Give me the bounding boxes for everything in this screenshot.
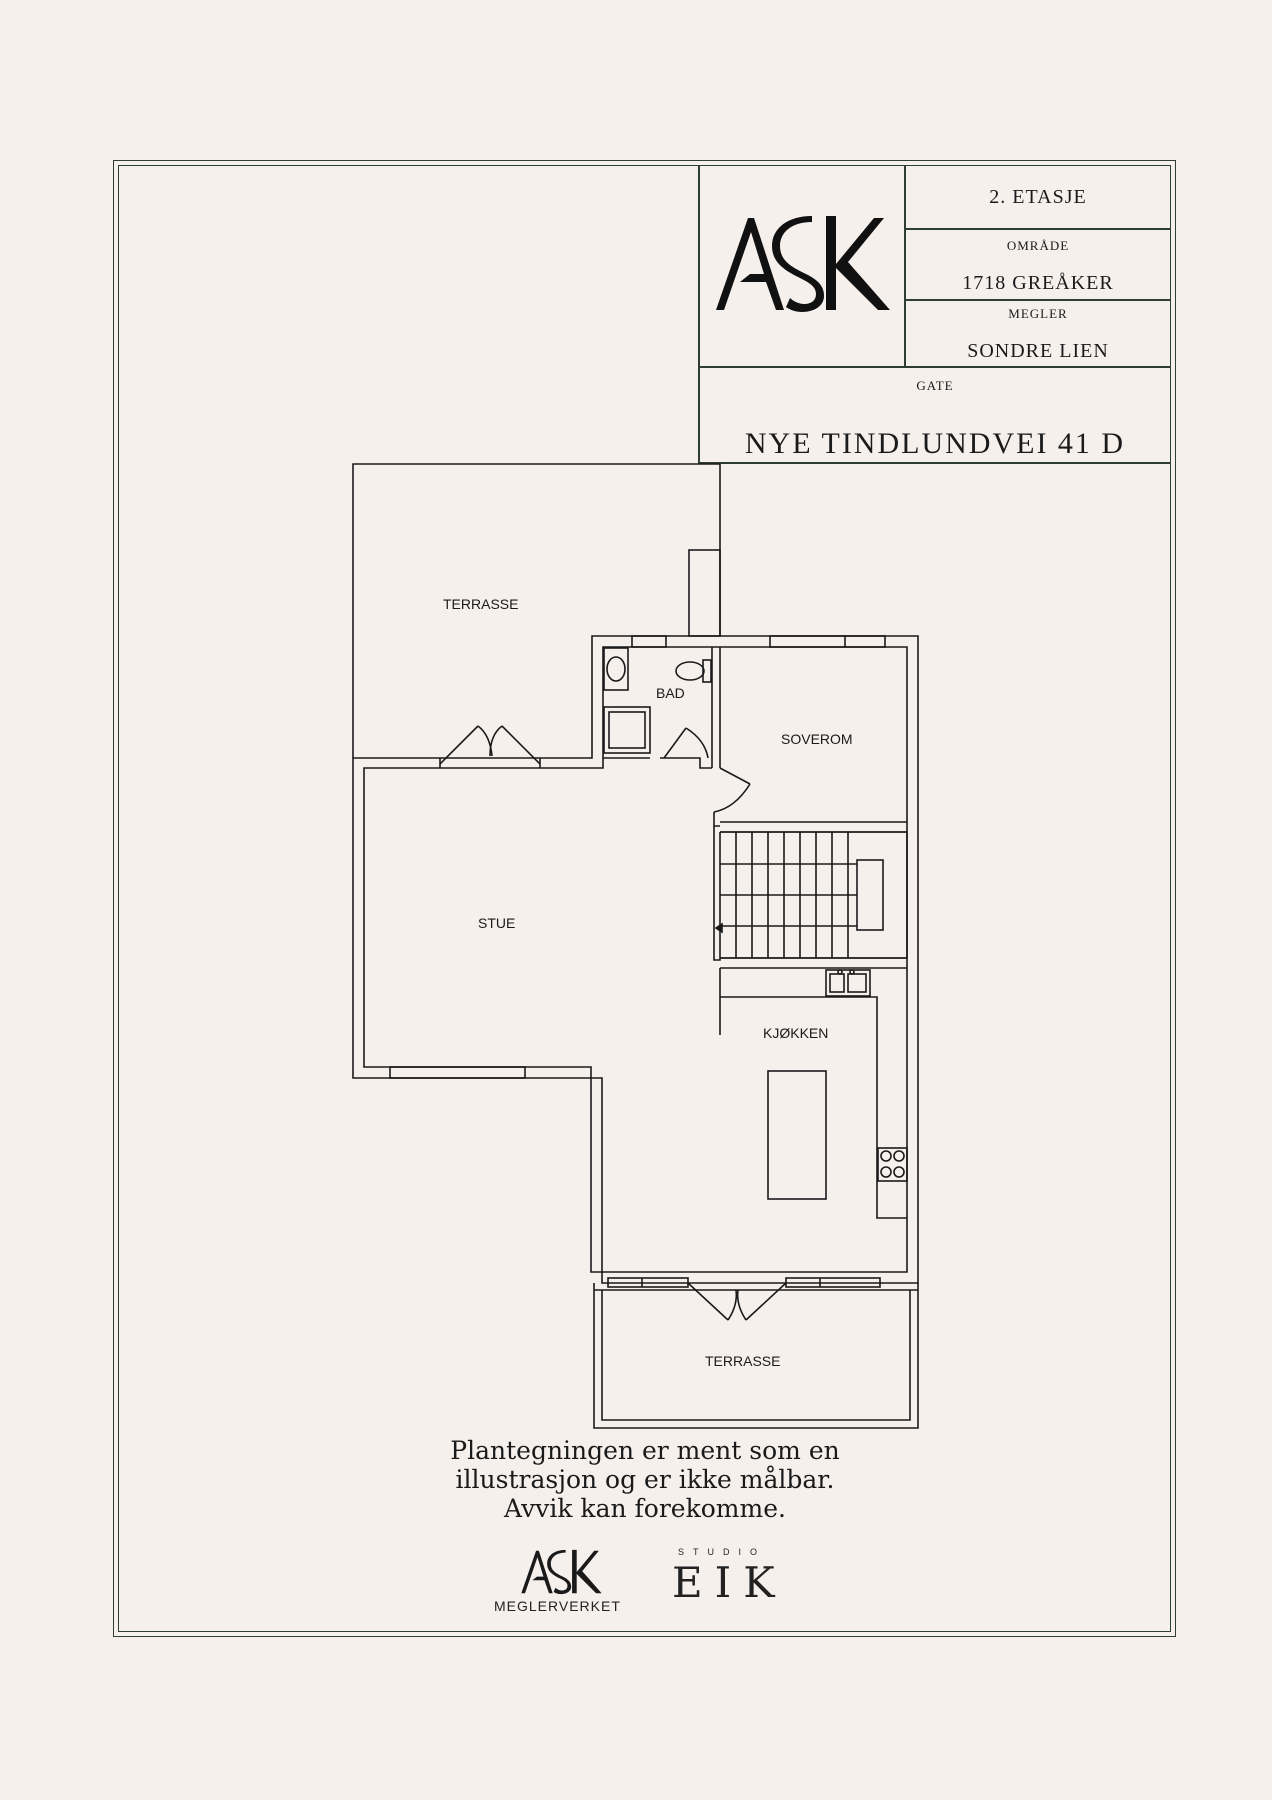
door-leaf xyxy=(501,725,541,765)
title-block-divider xyxy=(698,165,700,463)
kitchen-sink-bowl xyxy=(847,973,867,993)
window xyxy=(785,1277,881,1288)
bathroom-wall xyxy=(711,647,721,768)
disclaimer-line: Avvik kan forekomme. xyxy=(504,1494,786,1523)
footer-ask-logo xyxy=(521,1549,602,1595)
faucet xyxy=(837,969,843,975)
stair-wall xyxy=(720,957,907,969)
door-swing xyxy=(736,1289,747,1321)
door-leaf xyxy=(439,725,479,765)
ask-logo-k xyxy=(826,216,890,310)
kitchen-counter xyxy=(720,996,907,1219)
bathroom-wall xyxy=(660,757,712,769)
door-leaf xyxy=(745,1282,787,1321)
stair-treads xyxy=(720,832,857,958)
area-caption: OMRÅDE xyxy=(1006,238,1070,253)
room-label-bad: BAD xyxy=(656,685,685,701)
wall xyxy=(713,812,720,827)
kitchen-sink-bowl xyxy=(829,973,845,993)
street-caption: GATE xyxy=(916,378,954,393)
bedroom-wall xyxy=(720,821,907,833)
door-leaf xyxy=(719,767,751,785)
title-block-divider xyxy=(698,366,1171,368)
cooktop-burner xyxy=(893,1166,905,1178)
cooktop-burner xyxy=(893,1150,905,1162)
agent-caption: MEGLER xyxy=(1008,306,1068,321)
room-label-terrasse-top: TERRASSE xyxy=(443,596,519,612)
agent-value: SONDRE LIEN xyxy=(967,340,1109,362)
toilet-tank xyxy=(702,659,712,683)
terrace-top-outline xyxy=(352,463,721,758)
title-block-divider xyxy=(904,228,1171,230)
title-block-divider xyxy=(698,462,1171,464)
footer-ask-subtitle: MEGLERVERKET xyxy=(494,1598,621,1614)
door-swing xyxy=(713,783,751,813)
terrace-bottom-outer xyxy=(593,1283,919,1429)
door-swing xyxy=(477,725,493,757)
title-block-divider xyxy=(904,299,1171,301)
ask-logo-a xyxy=(716,218,784,310)
room-label-soverom: SOVEROM xyxy=(781,731,853,747)
bath-sink-basin xyxy=(606,656,626,682)
floor-label: 2. ETASJE xyxy=(989,186,1087,208)
kitchen-island xyxy=(767,1070,827,1200)
door-swing xyxy=(685,727,709,759)
door-swing xyxy=(489,725,503,757)
window xyxy=(389,1066,526,1079)
title-block-divider xyxy=(904,165,906,367)
terrace-post xyxy=(688,549,721,637)
toilet-bowl xyxy=(675,661,705,681)
street-value: NYE TINDLUNDVEI 41 D xyxy=(744,427,1126,460)
door-swing xyxy=(727,1289,738,1321)
disclaimer: Plantegningen er ment som en illustrasjo… xyxy=(400,1436,890,1523)
door-leaf xyxy=(687,1282,729,1321)
room-label-stue: STUE xyxy=(478,915,516,931)
area-value: 1718 GREÅKER xyxy=(962,272,1114,294)
room-label-terrasse-bottom: TERRASSE xyxy=(705,1353,781,1369)
shower-inner xyxy=(608,711,646,749)
window xyxy=(769,635,886,648)
terrace-bottom-inner xyxy=(601,1290,911,1421)
stair-wall xyxy=(713,826,721,961)
stair-arrow xyxy=(714,922,723,934)
cooktop-burner xyxy=(880,1150,892,1162)
eik-logo: EIK xyxy=(672,1558,787,1607)
shower xyxy=(603,706,651,754)
studio-label: STUDIO xyxy=(678,1547,767,1557)
room-label-kjokken: KJØKKEN xyxy=(763,1025,829,1041)
kitchen-sink xyxy=(825,969,871,997)
bath-sink xyxy=(603,647,629,691)
outer-frame xyxy=(113,160,1176,1637)
door-leaf xyxy=(663,727,687,759)
window xyxy=(631,635,667,648)
ask-logo xyxy=(716,216,890,312)
inner-frame xyxy=(118,165,1171,1632)
cooktop-burner xyxy=(880,1166,892,1178)
disclaimer-line: illustrasjon og er ikke målbar. xyxy=(455,1465,835,1494)
window xyxy=(607,1277,689,1288)
disclaimer-line: Plantegningen er ment som en xyxy=(450,1436,840,1465)
cooktop xyxy=(877,1147,908,1182)
stairs-landing xyxy=(856,859,884,931)
ask-logo-s xyxy=(772,216,824,312)
